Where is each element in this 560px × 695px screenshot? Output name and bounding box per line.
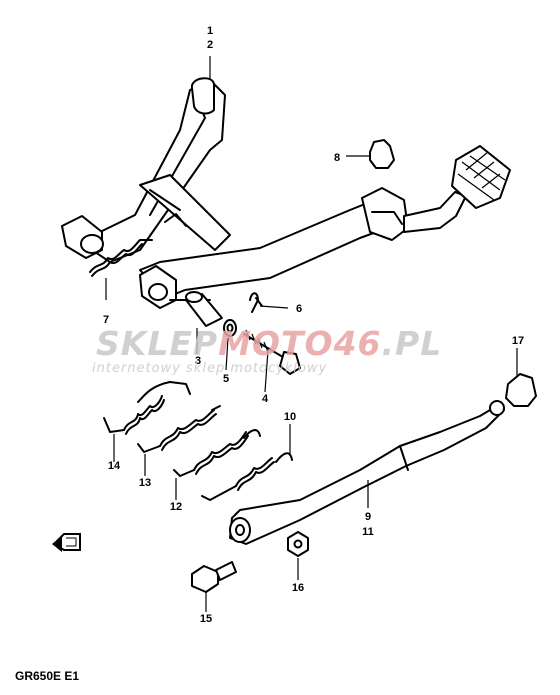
callout-15: 15 bbox=[200, 613, 212, 625]
callout-9: 9 bbox=[365, 511, 371, 523]
callout-12: 12 bbox=[170, 501, 182, 513]
side-stand-cap bbox=[505, 373, 537, 407]
svg-text:internetowy sklep motocyklowy: internetowy sklep motocyklowy bbox=[92, 361, 327, 376]
cotter-pin bbox=[249, 292, 263, 313]
model-code: GR650E E1 bbox=[15, 669, 79, 683]
watermark-logo: SKLEPMOTO46.PL internetowy sklep motocyk… bbox=[92, 324, 442, 376]
callout-11: 11 bbox=[362, 526, 374, 538]
callout-1: 1 bbox=[207, 25, 213, 37]
spring-10 bbox=[201, 452, 293, 501]
washer bbox=[223, 319, 237, 337]
spring-mounted bbox=[89, 239, 153, 277]
callout-10: 10 bbox=[284, 411, 296, 423]
callout-4: 4 bbox=[262, 393, 269, 405]
spring-12 bbox=[173, 429, 261, 477]
leader-lines bbox=[105, 56, 518, 612]
callout-3: 3 bbox=[195, 355, 201, 367]
callout-16: 16 bbox=[292, 582, 304, 594]
spring-14 bbox=[103, 381, 191, 435]
callout-8: 8 bbox=[334, 152, 340, 164]
callout-14: 14 bbox=[108, 460, 121, 472]
callout-17: 17 bbox=[512, 335, 524, 347]
callout-6: 6 bbox=[296, 303, 302, 315]
bolt bbox=[243, 329, 301, 375]
callout-13: 13 bbox=[139, 477, 151, 489]
pivot-bolt bbox=[191, 561, 237, 593]
spring-13 bbox=[137, 405, 221, 453]
center-stand bbox=[61, 77, 511, 309]
side-stand bbox=[229, 400, 505, 545]
callout-7: 7 bbox=[103, 314, 109, 326]
side-stand-nut bbox=[287, 531, 309, 557]
stopper-rubber bbox=[369, 139, 395, 169]
fwd-arrow-icon bbox=[52, 533, 81, 552]
callout-labels: 1 2 3 4 5 6 7 8 9 10 11 12 13 14 15 16 1… bbox=[103, 25, 524, 625]
bush bbox=[185, 291, 223, 327]
svg-text:SKLEPMOTO46.PL: SKLEPMOTO46.PL bbox=[96, 324, 442, 363]
callout-2: 2 bbox=[207, 39, 213, 51]
callout-5: 5 bbox=[223, 373, 229, 385]
